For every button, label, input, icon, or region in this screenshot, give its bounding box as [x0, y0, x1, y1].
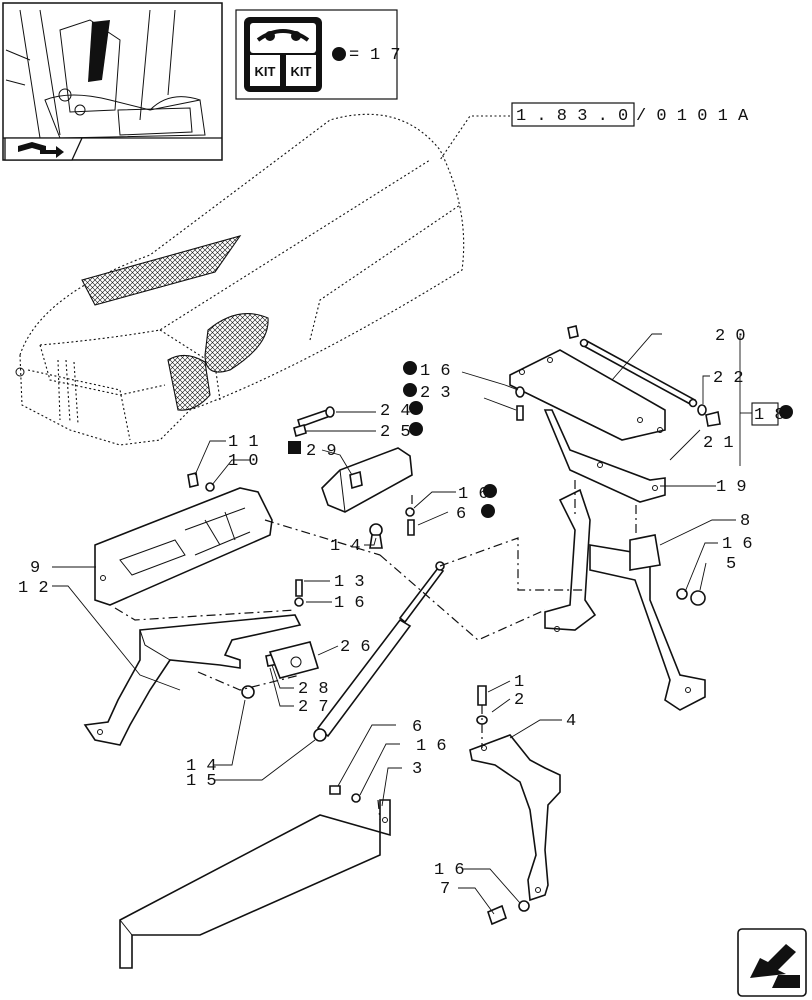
callout-16-bottom: 1 6 — [416, 737, 447, 756]
callout-12: 1 2 — [18, 579, 49, 598]
callout-14-bottom: 1 4 — [186, 757, 217, 776]
kit-box-icon: KIT KIT — [244, 17, 322, 92]
kit-value: 1 7 — [370, 46, 401, 65]
square-marker — [288, 441, 301, 454]
callout-22: 2 2 — [713, 369, 744, 388]
kit-dot-markers — [403, 361, 793, 518]
callout-6-top: 6 — [456, 505, 466, 524]
callout-28: 2 8 — [298, 680, 329, 699]
callout-23: 2 3 — [420, 384, 451, 403]
callout-7: 7 — [440, 880, 450, 899]
callout-6-bottom: 6 — [412, 718, 422, 737]
callout-24: 2 4 — [380, 402, 411, 421]
callout-13: 1 3 — [334, 573, 365, 592]
callout-16-top: 1 6 — [420, 362, 451, 381]
part-plate-26 — [268, 641, 320, 679]
callout-labels: 2 0 2 2 1 8 2 1 1 9 1 6 2 3 2 4 2 5 1 1 … — [18, 327, 785, 899]
next-page-button[interactable] — [737, 928, 807, 997]
kit-badge-right: KIT — [291, 64, 312, 79]
part-stand-8 — [544, 488, 706, 711]
callout-box-18 — [751, 402, 779, 426]
kit-badge-left: KIT — [255, 64, 276, 79]
callout-9: 9 — [30, 559, 40, 578]
callout-27: 2 7 — [298, 698, 329, 717]
callout-29: 2 9 — [306, 442, 337, 461]
hardware — [187, 386, 706, 926]
reference-suffix: / 0 1 0 1 A — [636, 107, 749, 126]
assembly-lines — [114, 480, 637, 821]
part-washer-22 — [697, 404, 707, 416]
kit-dot-marker — [332, 47, 346, 61]
reference-label[interactable]: 1 . 8 3 . 0 / 0 1 0 1 A — [439, 102, 749, 161]
part-gas-strut-15 — [313, 561, 445, 742]
cab-roof — [15, 113, 465, 446]
callout-20: 2 0 — [715, 327, 746, 346]
next-page-arrow-icon — [750, 944, 800, 988]
callout-4: 4 — [566, 712, 576, 731]
callout-16-right: 1 6 — [722, 535, 753, 554]
callout-14-top: 1 4 — [330, 537, 361, 556]
thumbnail-panel[interactable] — [2, 2, 223, 161]
reference-boxed: 1 . 8 3 . 0 — [516, 107, 628, 126]
callout-19: 1 9 — [716, 478, 747, 497]
callout-11: 1 1 — [228, 433, 259, 452]
part-bracket-19 — [543, 409, 666, 503]
kit-equals: = — [349, 46, 359, 65]
callout-16-lower: 1 6 — [434, 861, 465, 880]
kit-legend: KIT KIT = 1 7 — [235, 9, 401, 100]
callout-26: 2 6 — [340, 638, 371, 657]
callout-15: 1 5 — [186, 772, 217, 791]
callout-18: 1 8 — [754, 406, 785, 425]
callout-21: 2 1 — [703, 434, 734, 453]
part-step-3 — [119, 799, 391, 969]
part-clip-21 — [567, 325, 721, 427]
callout-16-pad: 1 6 — [458, 485, 489, 504]
callout-5: 5 — [726, 555, 736, 574]
tractor-cab-thumbnail — [5, 9, 206, 139]
book-arrow-icon[interactable] — [18, 142, 64, 158]
part-plate-top — [509, 349, 666, 441]
part-plate-9 — [94, 487, 273, 606]
part-rod-20 — [579, 338, 698, 408]
callout-3: 3 — [412, 760, 422, 779]
part-bracket-4 — [469, 734, 561, 902]
callout-25: 2 5 — [380, 423, 411, 442]
callout-2: 2 — [514, 691, 524, 710]
part-bracket-12 — [83, 614, 302, 746]
leader-lines — [52, 333, 752, 915]
callout-10: 1 0 — [228, 452, 259, 471]
callout-1: 1 — [514, 673, 524, 692]
part-pad-29 — [321, 447, 413, 513]
callout-16-mid: 1 6 — [334, 594, 365, 613]
callout-8: 8 — [740, 512, 750, 531]
